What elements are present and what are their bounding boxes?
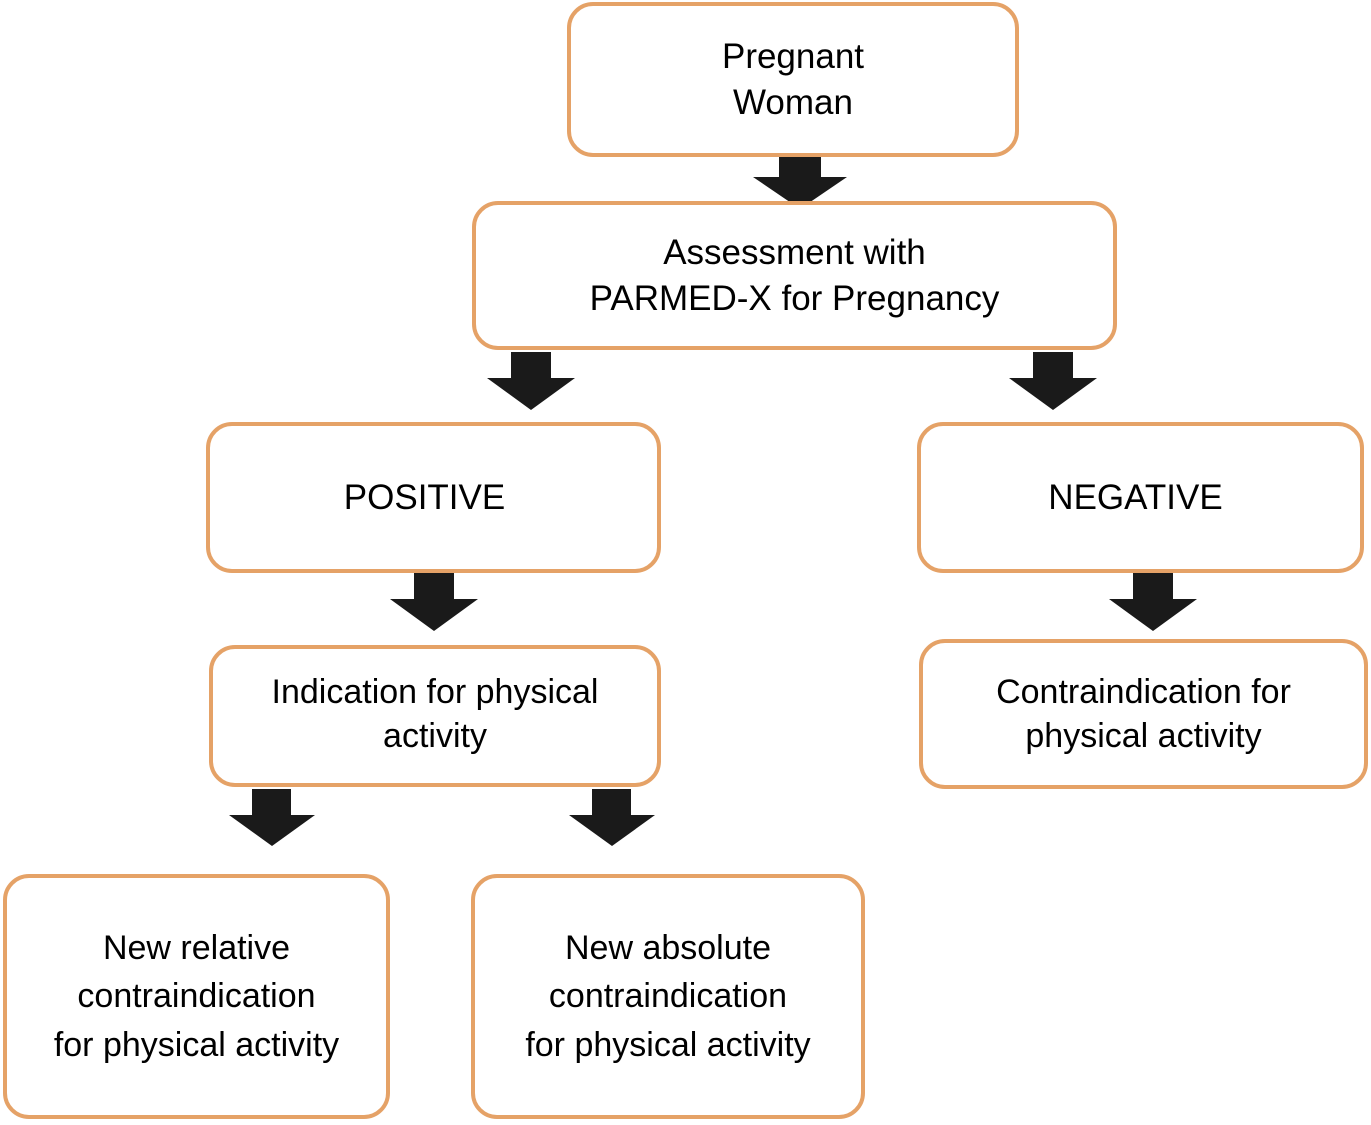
arrow-pregnant-woman-to-assessment-icon bbox=[753, 151, 847, 209]
arrow-negative-to-contraindication-icon bbox=[1109, 573, 1197, 631]
node-negative[interactable]: NEGATIVE bbox=[917, 422, 1364, 573]
node-new-absolute-label: New absolute contraindication for physic… bbox=[525, 929, 811, 1064]
node-indication-label: Indication for physical activity bbox=[271, 672, 599, 755]
node-positive[interactable]: POSITIVE bbox=[206, 422, 661, 573]
node-new-relative-contraindication[interactable]: New relative contraindication for physic… bbox=[3, 874, 390, 1119]
node-negative-label: NEGATIVE bbox=[1048, 477, 1223, 517]
node-pregnant-woman-label: Pregnant Woman bbox=[721, 37, 865, 122]
arrow-assessment-to-positive-icon bbox=[487, 352, 575, 410]
arrow-positive-to-indication-icon bbox=[390, 573, 478, 631]
arrow-indication-to-new-absolute-icon bbox=[569, 789, 655, 846]
node-contraindication-for-physical-activity[interactable]: Contraindication for physical activity bbox=[919, 639, 1368, 789]
arrow-assessment-to-negative-icon bbox=[1009, 352, 1097, 410]
node-positive-label: POSITIVE bbox=[343, 477, 506, 517]
node-assessment[interactable]: Assessment with PARMED-X for Pregnancy bbox=[472, 201, 1117, 350]
node-new-absolute-contraindication[interactable]: New absolute contraindication for physic… bbox=[471, 874, 865, 1119]
node-new-relative-label: New relative contraindication for physic… bbox=[53, 929, 340, 1064]
arrow-indication-to-new-relative-icon bbox=[229, 789, 315, 846]
node-pregnant-woman[interactable]: Pregnant Woman bbox=[567, 2, 1019, 157]
node-contraindication-label: Contraindication for physical activity bbox=[996, 672, 1291, 755]
node-indication-for-physical-activity[interactable]: Indication for physical activity bbox=[209, 645, 661, 787]
node-assessment-label: Assessment with PARMED-X for Pregnancy bbox=[589, 233, 1000, 318]
